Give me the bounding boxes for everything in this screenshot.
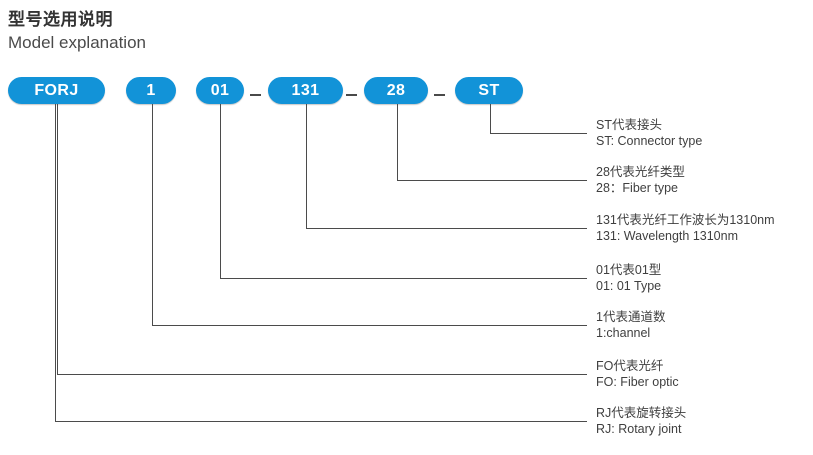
annotation-connector-type-en: ST: Connector type [596, 134, 703, 148]
leader-vertical-fiber-type [397, 104, 398, 180]
annotation-channel: 1代表通道数 1:channel [596, 309, 665, 341]
model-code-segment-28: 28 [364, 77, 428, 104]
leader-vertical-type-01 [220, 104, 221, 278]
annotation-fiber-type-en: 28：Fiber type [596, 181, 678, 195]
leader-vertical-rotary-joint [55, 104, 56, 421]
annotation-rotary-joint: RJ代表旋转接头 RJ: Rotary joint [596, 405, 686, 437]
page-title-en: Model explanation [8, 33, 146, 52]
model-code-separator-1 [346, 94, 357, 96]
leader-horizontal-rotary-joint [55, 421, 587, 422]
leader-vertical-connector-type [490, 104, 491, 133]
annotation-type-01: 01代表01型 01: 01 Type [596, 262, 661, 294]
leader-vertical-fiber-optic [57, 104, 58, 374]
leader-horizontal-type-01 [220, 278, 587, 279]
annotation-type-01-en: 01: 01 Type [596, 279, 662, 293]
annotation-connector-type: ST代表接头 ST: Connector type [596, 117, 702, 149]
leader-horizontal-channel [152, 325, 587, 326]
model-code-segment-1: 1 [126, 77, 176, 104]
leader-horizontal-connector-type [490, 133, 587, 134]
annotation-fiber-type: 28代表光纤类型 28：Fiber type [596, 164, 685, 196]
leader-horizontal-wavelength [306, 228, 587, 229]
model-code-separator-0 [250, 94, 261, 96]
annotation-wavelength-en: 131: Wavelength 1310nm [596, 229, 738, 243]
page-title-cn: 型号选用说明 [8, 10, 113, 29]
annotation-channel-cn: 1代表通道数 [596, 310, 666, 324]
annotation-connector-type-cn: ST代表接头 [596, 118, 662, 132]
model-code-segment-st: ST [455, 77, 523, 104]
model-code-segment-forj: FORJ [8, 77, 105, 104]
annotation-wavelength: 131代表光纤工作波长为1310nm 131: Wavelength 1310nm [596, 212, 775, 244]
model-code-separator-2 [434, 94, 445, 96]
annotation-fiber-optic-en: FO: Fiber optic [596, 375, 679, 389]
annotation-rotary-joint-cn: RJ代表旋转接头 [596, 406, 687, 420]
annotation-fiber-optic-cn: FO代表光纤 [596, 359, 664, 373]
annotation-rotary-joint-en: RJ: Rotary joint [596, 422, 682, 436]
annotation-channel-en: 1:channel [596, 326, 651, 340]
model-code-segment-01: 01 [196, 77, 244, 104]
annotation-fiber-type-cn: 28代表光纤类型 [596, 165, 685, 179]
leader-vertical-channel [152, 104, 153, 325]
leader-horizontal-fiber-type [397, 180, 587, 181]
leader-horizontal-fiber-optic [57, 374, 587, 375]
leader-vertical-wavelength [306, 104, 307, 228]
model-code-segment-131: 131 [268, 77, 343, 104]
annotation-type-01-cn: 01代表01型 [596, 263, 662, 277]
annotation-wavelength-cn: 131代表光纤工作波长为1310nm [596, 213, 775, 227]
annotation-fiber-optic: FO代表光纤 FO: Fiber optic [596, 358, 679, 390]
